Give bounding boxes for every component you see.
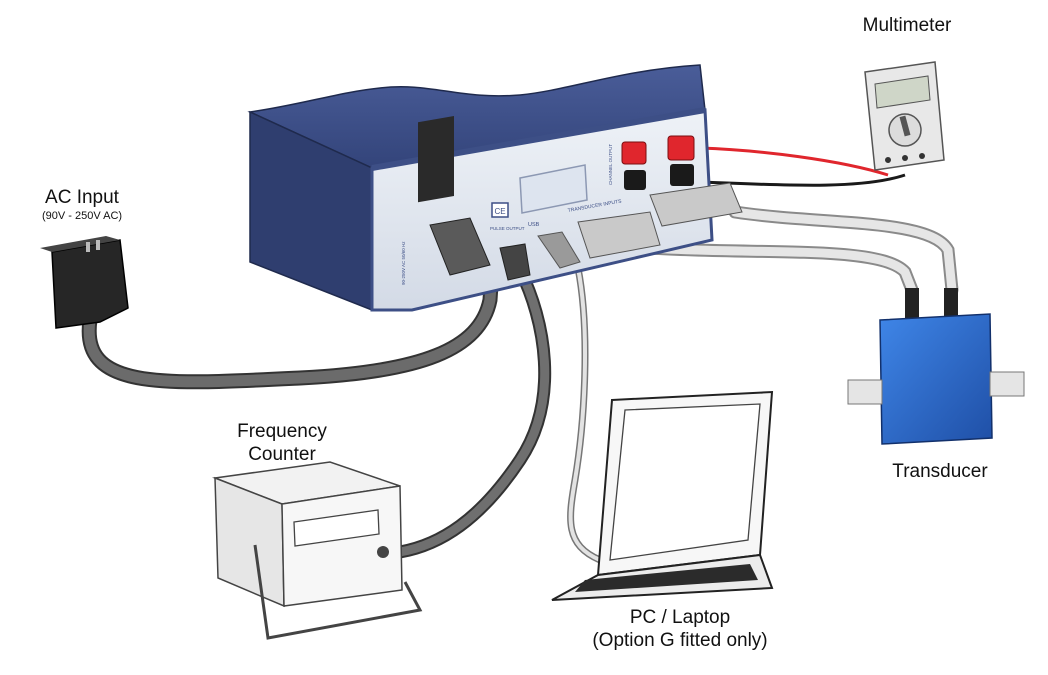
- ac-input-label: AC Input: [45, 187, 119, 208]
- frequency-counter-cable: [393, 263, 552, 559]
- pulse-output-label: PULSE OUTPUT: [490, 226, 525, 231]
- frequency-counter-label-line2: Counter: [248, 444, 316, 465]
- ac-adapter: [40, 236, 129, 329]
- instrument-enclosure: CE USB PULSE OUTPUT TRANSDUCER INPUTS 90…: [247, 64, 743, 312]
- pc-laptop-label-line2: (Option G fitted only): [592, 630, 768, 651]
- channel-output-label: CHANNEL OUTPUT: [608, 144, 613, 185]
- power-rating-label: 90-250V AC 50/60 Hz: [401, 241, 406, 285]
- ac-input-range-label: (90V - 250V AC): [41, 210, 123, 222]
- transducer: [847, 288, 1025, 445]
- pc-laptop-label-line1: PC / Laptop: [629, 607, 731, 628]
- transducer-cable-2: [728, 205, 959, 297]
- usb-label: USB: [528, 222, 540, 228]
- laptop: [551, 390, 774, 601]
- multimeter: [864, 61, 945, 171]
- multimeter-label: Multimeter: [862, 15, 952, 36]
- usb-cable: [567, 264, 604, 564]
- ac-power-cable: [81, 262, 500, 390]
- frequency-counter: [212, 461, 423, 640]
- ce-mark: CE: [494, 207, 505, 216]
- transducer-label: Transducer: [892, 461, 988, 482]
- transducer-cable-1: [643, 241, 919, 297]
- channel-output-terminals: [621, 135, 695, 190]
- frequency-counter-label-line1: Frequency: [237, 421, 327, 442]
